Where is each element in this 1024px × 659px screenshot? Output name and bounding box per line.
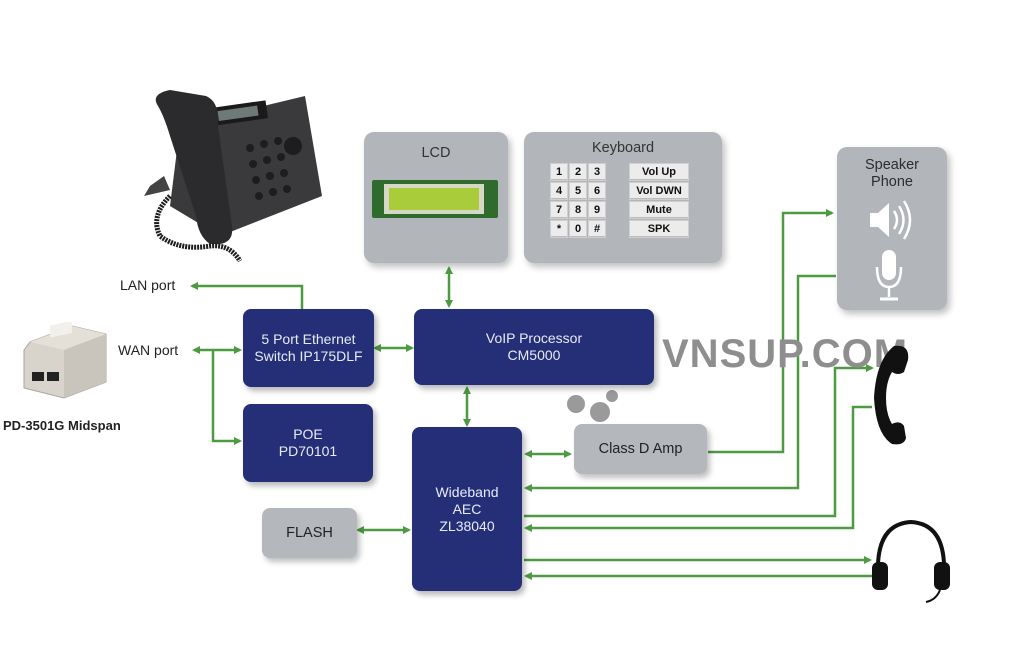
key-spk: SPK — [629, 220, 689, 238]
lan-port-label: LAN port — [120, 277, 176, 293]
ethernet-switch-block: 5 Port Ethernet Switch IP175DLF — [243, 309, 374, 387]
key-vol-up: Vol Up — [629, 163, 689, 181]
microphone-icon — [875, 250, 903, 301]
key-5: 5 — [569, 182, 587, 200]
key-3: 3 — [588, 163, 606, 181]
handset-icon — [868, 342, 913, 448]
desk-phone-photo — [140, 86, 325, 266]
key-7: 7 — [550, 201, 568, 219]
midspan-label: PD-3501G Midspan — [3, 418, 121, 433]
mic-aec-line — [524, 274, 836, 492]
lcd-module — [372, 180, 498, 218]
amp-label: Class D Amp — [598, 441, 683, 457]
key-vol-down: Vol DWN — [629, 182, 689, 200]
key-8: 8 — [569, 201, 587, 219]
aec-handset-line — [524, 364, 874, 518]
switch-line1: 5 Port Ethernet — [261, 331, 356, 347]
key-hash: # — [588, 220, 606, 238]
aec-block: Wideband AEC ZL38040 — [412, 427, 522, 591]
flash-label: FLASH — [286, 525, 333, 541]
aec-line2: AEC — [452, 500, 482, 517]
midspan-injector-photo — [20, 320, 108, 400]
voip-processor-block: VoIP Processor CM5000 — [414, 309, 654, 385]
handset-aec-line — [524, 405, 872, 532]
voip-line1: VoIP Processor — [485, 330, 583, 346]
flash-block: FLASH — [262, 508, 357, 558]
key-star: * — [550, 220, 568, 238]
voip-line2: CM5000 — [507, 347, 561, 363]
keyboard-panel: Keyboard 1 2 3 4 5 6 7 8 9 * 0 # Vol Up … — [524, 132, 722, 263]
speaker-phone-line1: Speaker — [864, 157, 919, 173]
amp-speaker-line — [708, 209, 834, 454]
key-9: 9 — [588, 201, 606, 219]
key-1: 1 — [550, 163, 568, 181]
poe-block: POE PD70101 — [243, 404, 373, 482]
wan-poe-line — [211, 350, 242, 445]
switch-line2: Switch IP175DLF — [254, 348, 363, 364]
key-6: 6 — [588, 182, 606, 200]
poe-line1: POE — [293, 426, 323, 442]
wan-port-label: WAN port — [118, 342, 179, 358]
lcd-panel: LCD — [364, 132, 508, 263]
poe-line2: PD70101 — [278, 443, 338, 459]
class-d-amp-block: Class D Amp — [574, 424, 707, 474]
headset-icon — [870, 518, 952, 604]
key-4: 4 — [550, 182, 568, 200]
speaker-phone-title: Speaker Phone — [837, 157, 947, 191]
lcd-title: LCD — [421, 145, 451, 161]
key-mute: Mute — [629, 201, 689, 219]
key-0: 0 — [569, 220, 587, 238]
aec-line3: ZL38040 — [439, 517, 495, 534]
lan-port-line — [190, 282, 304, 310]
speaker-phone-panel: Speaker Phone — [837, 147, 947, 310]
speaker-icon — [870, 200, 912, 240]
lcd-screen — [389, 188, 479, 210]
keyboard-title: Keyboard — [591, 140, 655, 156]
speaker-phone-line2: Phone — [871, 174, 913, 190]
key-2: 2 — [569, 163, 587, 181]
aec-line1: Wideband — [435, 483, 499, 500]
